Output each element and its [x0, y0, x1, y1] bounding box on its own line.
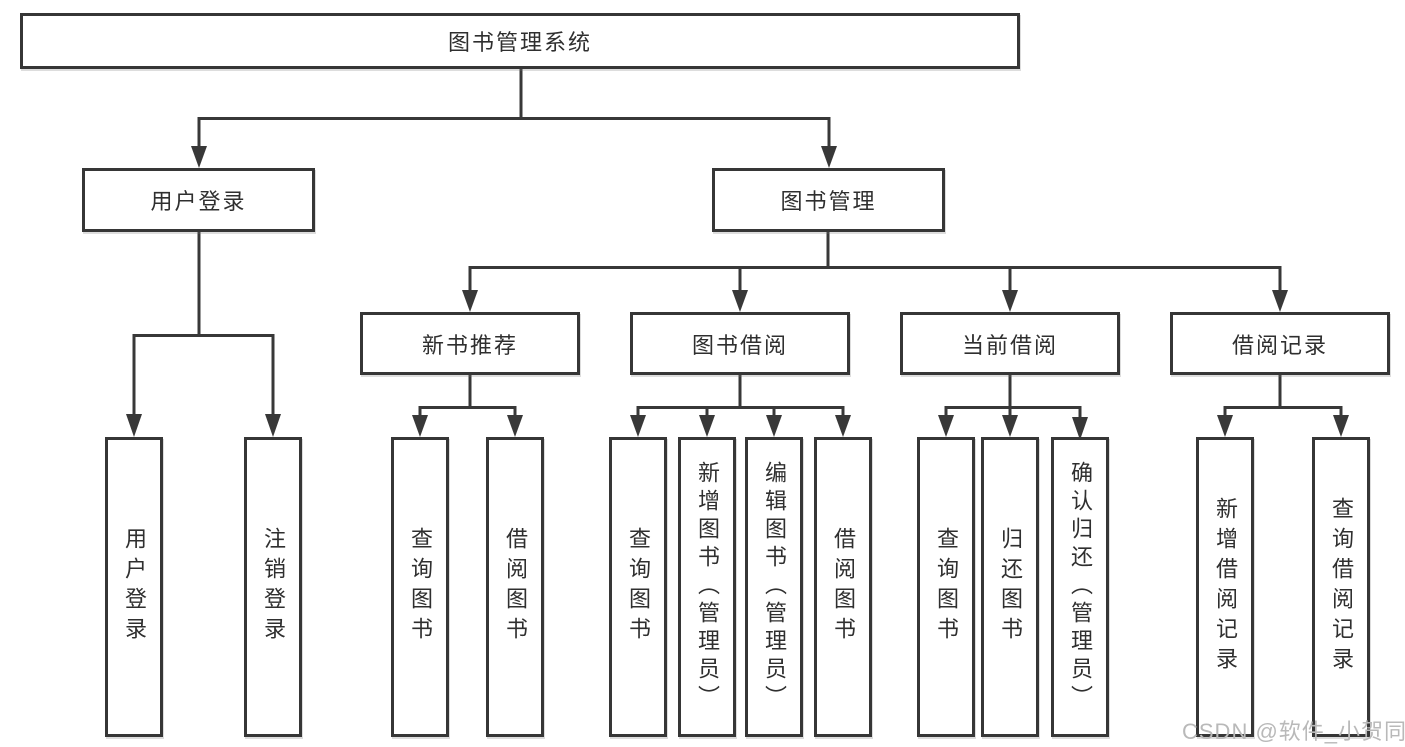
node-current-borrowing: 当前借阅 — [900, 312, 1120, 375]
node-book-management-branch-label: 图书管理 — [780, 189, 877, 214]
node-leaf-user-login: 用户登录 — [105, 437, 163, 737]
node-leaf-add-books-admin: 新增图书（管理员） — [678, 437, 736, 737]
node-leaf-query-books-current-label: 查询图书 — [934, 527, 959, 647]
node-leaf-user-login-label: 用户登录 — [122, 527, 147, 647]
node-leaf-confirm-return-admin: 确认归还（管理员） — [1051, 437, 1109, 737]
node-new-book-recommend: 新书推荐 — [360, 312, 580, 375]
node-book-borrowing-label: 图书借阅 — [691, 332, 788, 358]
connector-records-to-leaves — [1217, 375, 1349, 437]
node-leaf-return-books: 归还图书 — [981, 437, 1039, 737]
node-leaf-confirm-return-admin-label: 确认归还（管理员） — [1068, 461, 1093, 713]
connector-current-to-leaves — [938, 375, 1088, 440]
node-current-borrowing-label: 当前借阅 — [961, 332, 1058, 358]
connector-bookmgmt-to-level2 — [462, 231, 1288, 312]
node-root-system: 图书管理系统 — [20, 13, 1020, 69]
node-leaf-query-books-current: 查询图书 — [917, 437, 975, 737]
connector-userlogin-to-leaves — [126, 231, 281, 437]
connector-root-to-level1 — [191, 69, 837, 168]
node-user-login-branch-label: 用户登录 — [150, 189, 247, 214]
csdn-watermark: CSDN @软件_小贺同学 — [1182, 719, 1405, 744]
node-book-borrowing: 图书借阅 — [630, 312, 850, 375]
node-book-management-branch: 图书管理 — [712, 168, 945, 232]
node-leaf-return-books-label: 归还图书 — [998, 527, 1023, 647]
node-leaf-borrow-books-recommend-label: 借阅图书 — [503, 527, 528, 647]
node-leaf-query-books-borrowing: 查询图书 — [609, 437, 667, 737]
connector-newbooks-to-leaves — [412, 375, 523, 437]
node-leaf-query-borrow-record-label: 查询借阅记录 — [1329, 497, 1354, 677]
node-leaf-edit-books-admin-label: 编辑图书（管理员） — [762, 461, 787, 713]
node-leaf-borrow-books-label: 借阅图书 — [831, 527, 856, 647]
node-leaf-borrow-books-recommend: 借阅图书 — [486, 437, 544, 737]
node-leaf-query-borrow-record: 查询借阅记录 — [1312, 437, 1370, 737]
node-root-label: 图书管理系统 — [447, 30, 592, 55]
node-leaf-add-borrow-record: 新增借阅记录 — [1196, 437, 1254, 737]
node-leaf-borrow-books: 借阅图书 — [814, 437, 872, 737]
node-user-login-branch: 用户登录 — [82, 168, 315, 232]
node-leaf-query-books-recommend: 查询图书 — [391, 437, 449, 737]
connector-borrow-to-leaves — [630, 375, 851, 437]
node-borrowing-records-label: 借阅记录 — [1231, 332, 1328, 358]
node-borrowing-records: 借阅记录 — [1170, 312, 1390, 375]
node-leaf-add-books-admin-label: 新增图书（管理员） — [695, 461, 720, 713]
node-new-book-recommend-label: 新书推荐 — [421, 332, 518, 358]
node-leaf-add-borrow-record-label: 新增借阅记录 — [1213, 497, 1238, 677]
node-leaf-query-books-recommend-label: 查询图书 — [408, 527, 433, 647]
node-leaf-edit-books-admin: 编辑图书（管理员） — [745, 437, 803, 737]
node-leaf-logout-label: 注销登录 — [261, 527, 286, 647]
node-leaf-query-books-borrowing-label: 查询图书 — [626, 527, 651, 647]
node-leaf-logout: 注销登录 — [244, 437, 302, 737]
